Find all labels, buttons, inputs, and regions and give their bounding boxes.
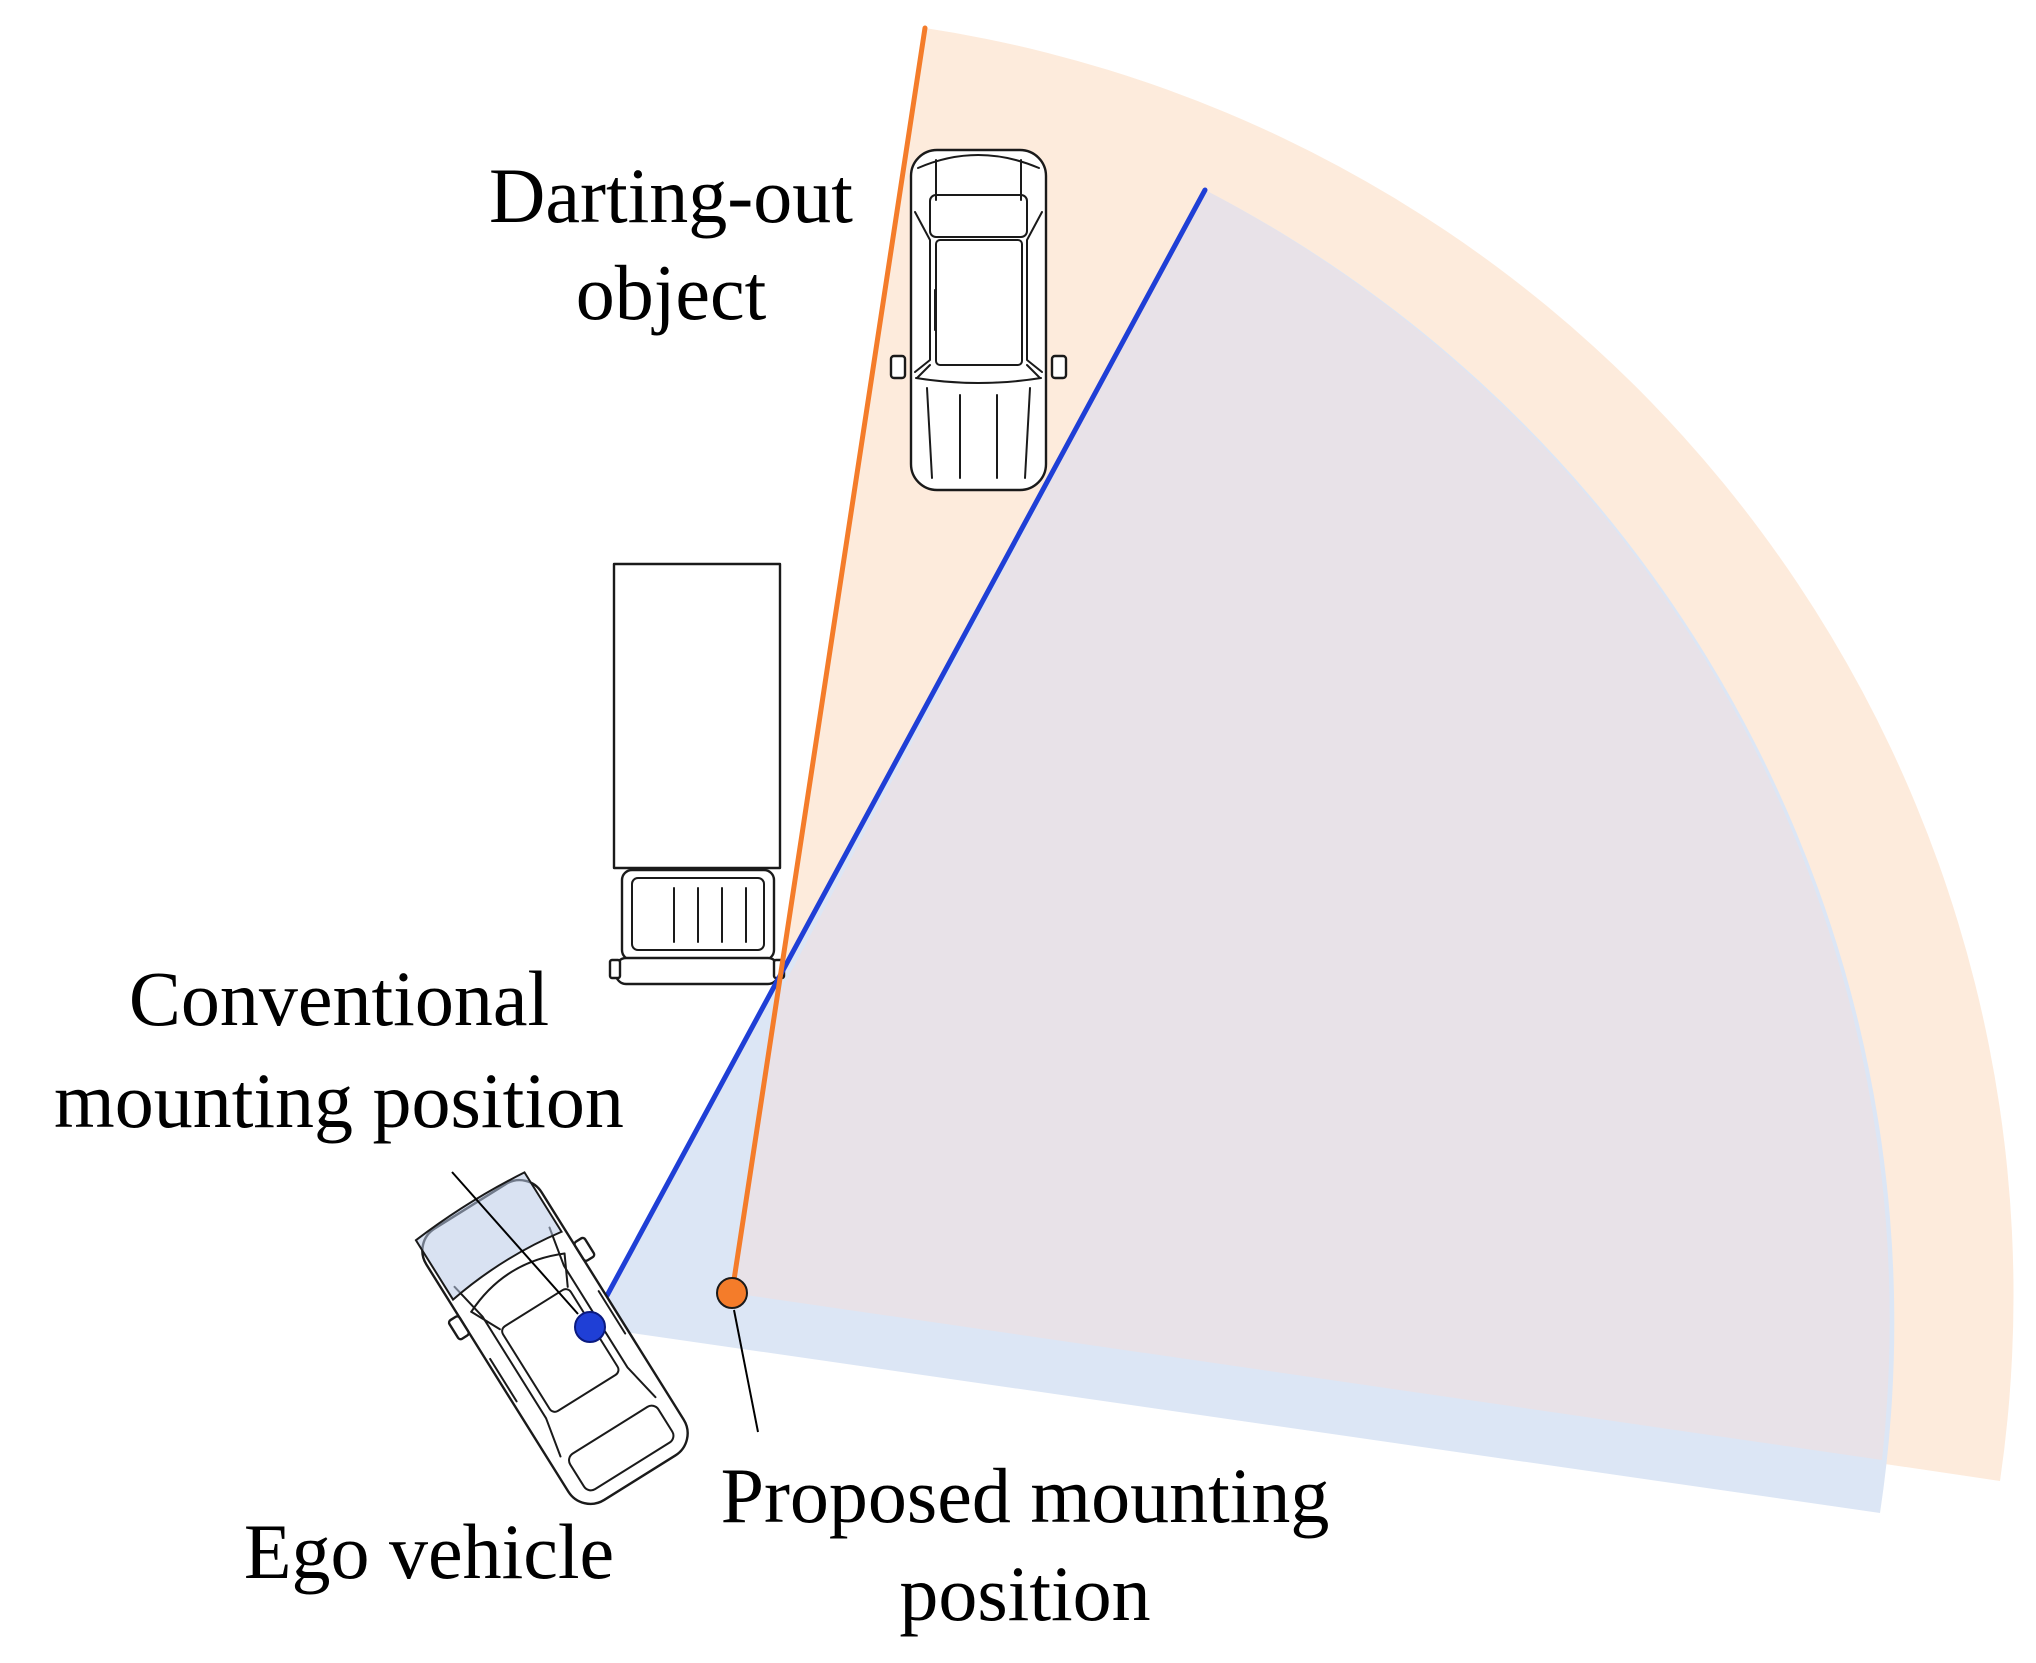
darting-out-label-line1: Darting-out: [489, 152, 853, 239]
proposed-sensor-marker: [716, 1277, 748, 1309]
conventional-sight-line: [587, 187, 1208, 1330]
parked-truck: [608, 562, 786, 986]
ego-vehicle-label: Ego vehicle: [244, 1508, 614, 1595]
fov-overlap-area: [732, 190, 1890, 1460]
darting-out-car: [889, 148, 1068, 492]
proposed-leader-line: [733, 1309, 759, 1433]
proposed-label-line2: position: [899, 1550, 1150, 1637]
conventional-sensor-marker: [574, 1311, 606, 1343]
proposed-label-line1: Proposed mounting: [721, 1452, 1330, 1539]
conventional-label-line2: mounting position: [54, 1057, 624, 1144]
ego-vehicle: [414, 1171, 689, 1506]
conventional-leader-line: [451, 1171, 579, 1315]
darting-out-label-line2: object: [576, 249, 767, 336]
proposed-sight-line: [729, 25, 928, 1296]
conventional-label-line1: Conventional: [129, 955, 549, 1042]
